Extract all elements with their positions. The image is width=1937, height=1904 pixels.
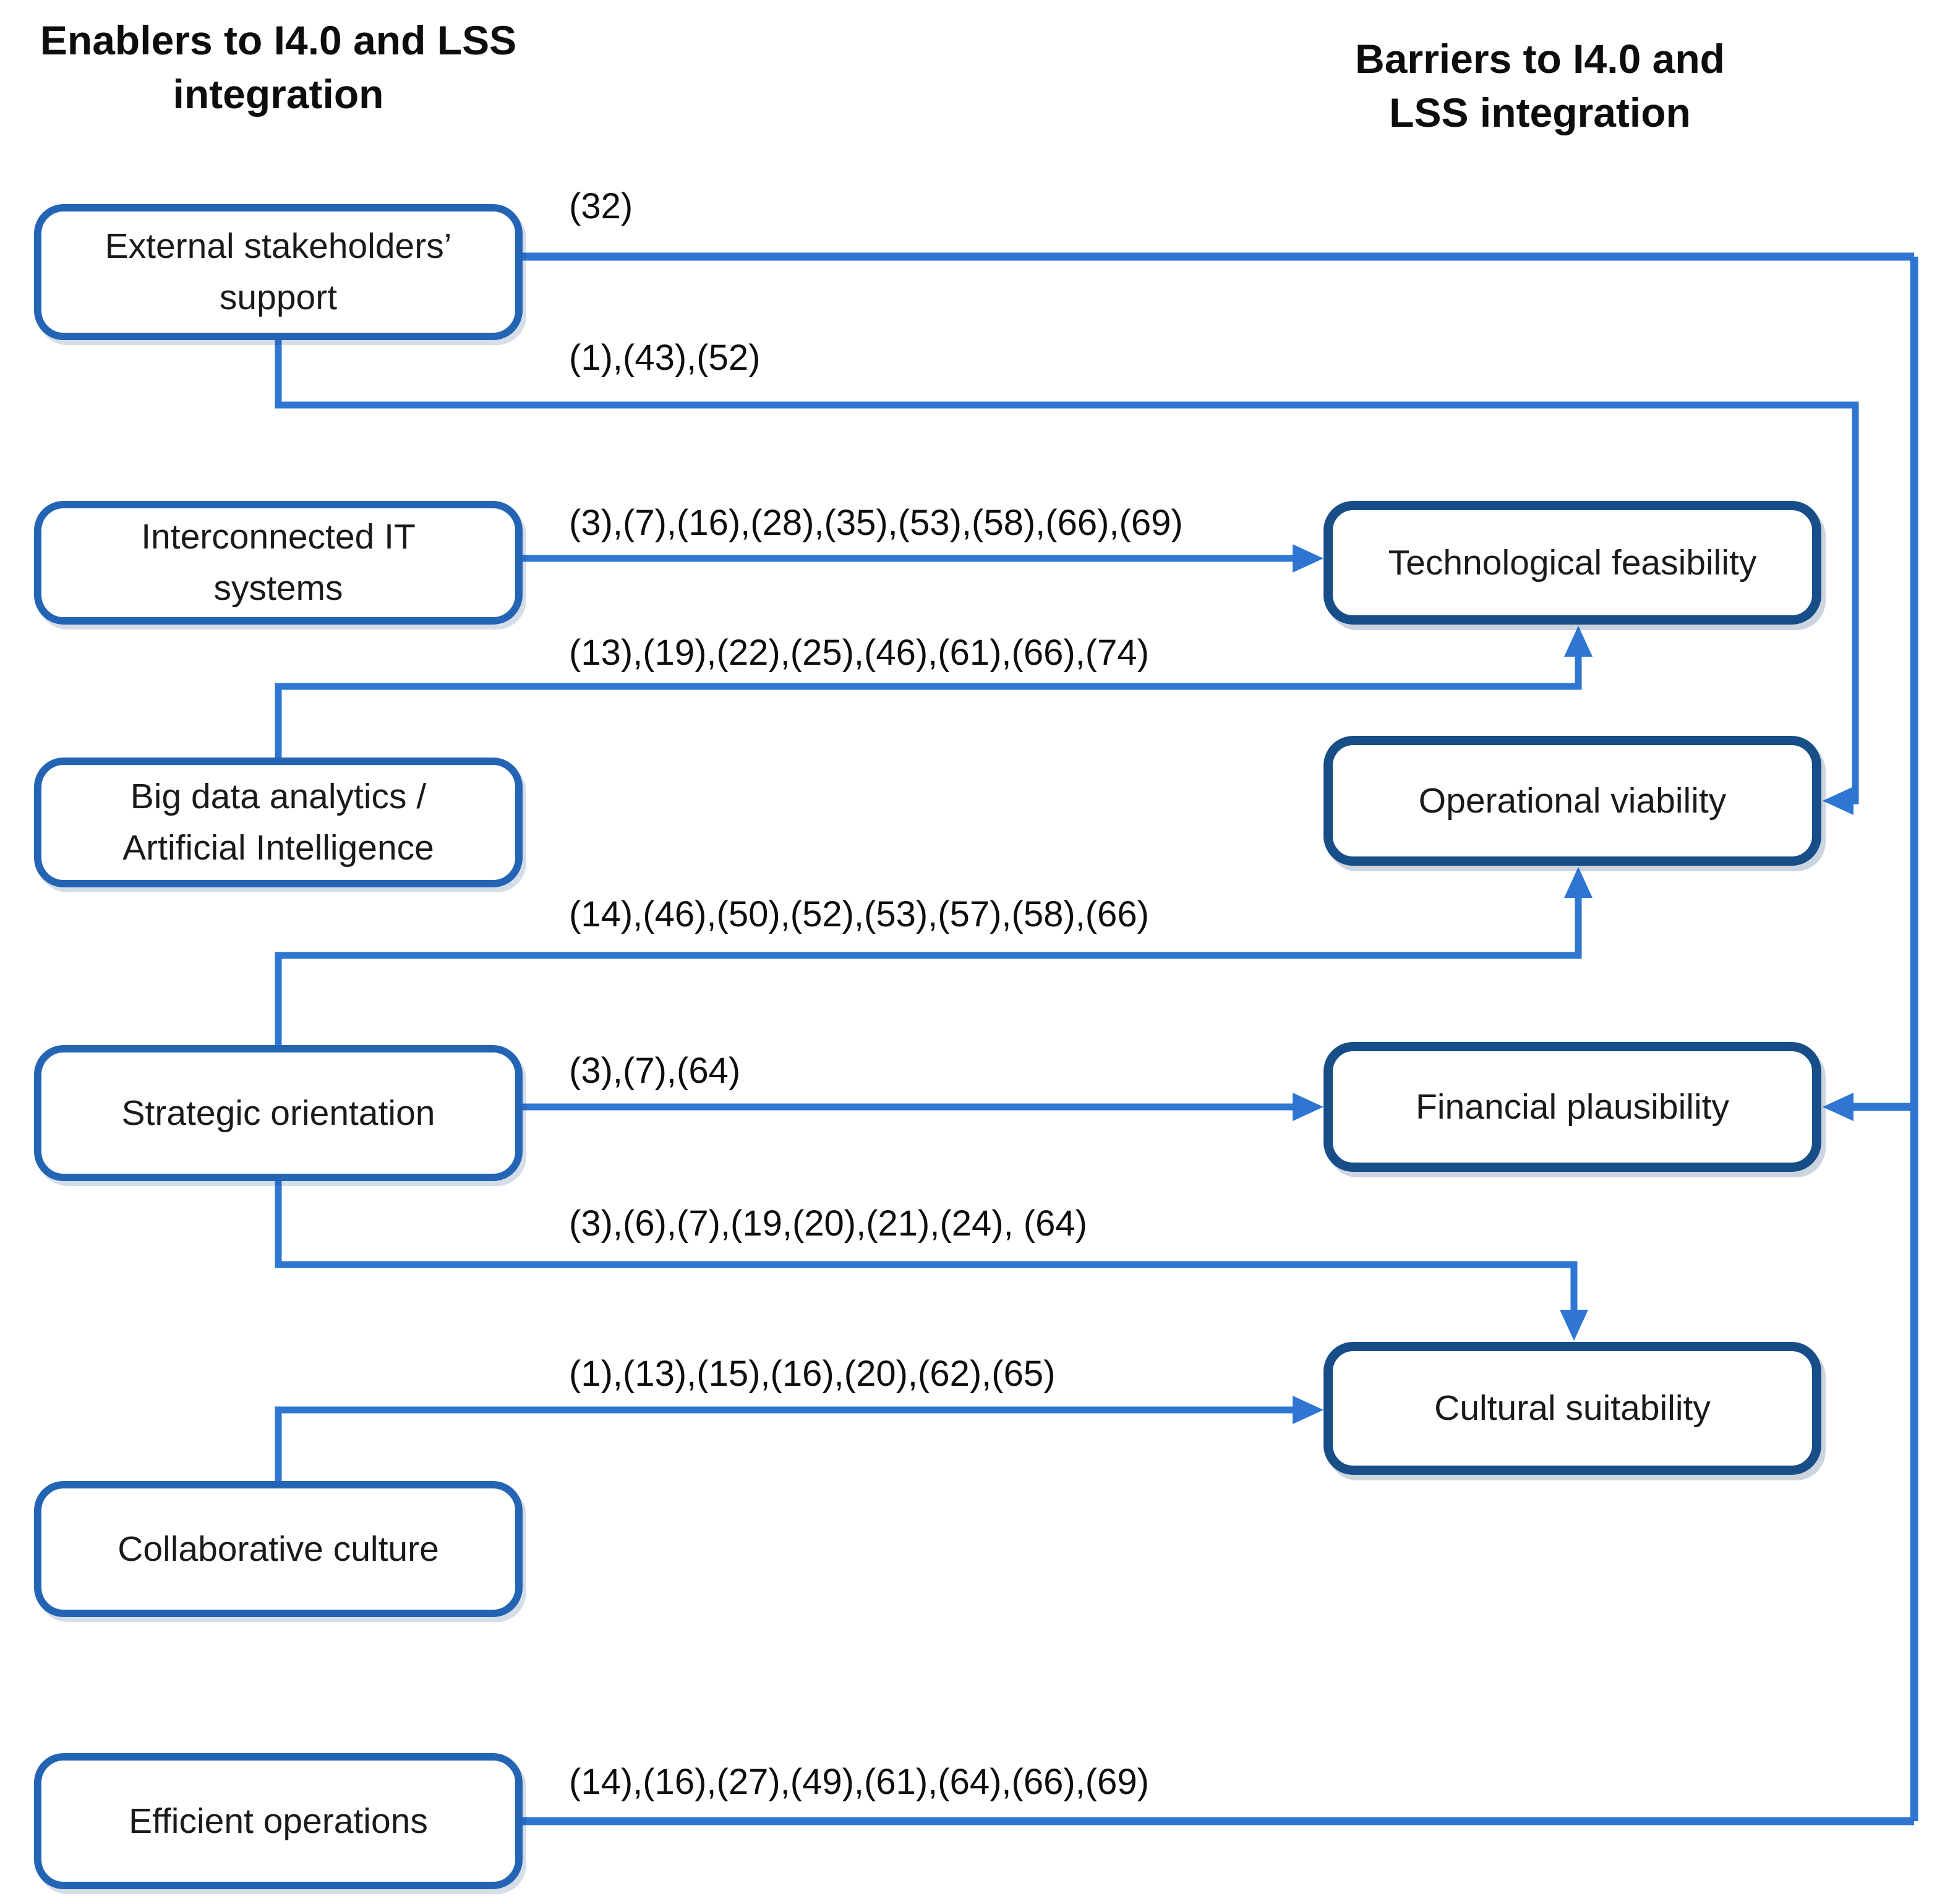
- node-interconnected-it-systems: Interconnected IT systems: [34, 501, 523, 625]
- node-financial-plausibility: Financial plausibility: [1323, 1042, 1821, 1172]
- edge-label-efficient-financial: (14),(16),(27),(49),(61),(64),(66),(69): [569, 1762, 1149, 1802]
- edge-bigdata-to-tech-arrowhead: [1564, 626, 1593, 657]
- edge-strategic-to-operational-arrowhead: [1564, 867, 1593, 898]
- node-operational-viability: Operational viability: [1323, 736, 1821, 866]
- edge-collab-to-cultural-line: [275, 1406, 1294, 1482]
- barriers-header: Barriers to I4.0 and LSS integration: [1355, 36, 1725, 136]
- edge-collab-to-cultural-arrowhead: [1293, 1396, 1323, 1424]
- edge-label-bigdata-tech: (13),(19),(22),(25),(46),(61),(66),(74): [569, 633, 1149, 673]
- node-strategic-orientation: Strategic orientation: [34, 1045, 523, 1181]
- edge-label-strategic-financial: (3),(7),(64): [569, 1051, 741, 1091]
- edge-it-to-tech-arrowhead: [1293, 544, 1323, 573]
- node-efficient-operations: Efficient operations: [34, 1753, 523, 1889]
- edge-strategic-to-financial-arrowhead: [1293, 1093, 1323, 1121]
- node-external-stakeholders-support: External stakeholders’ support: [34, 204, 523, 340]
- edge-label-ext-financial: (32): [569, 186, 633, 226]
- node-technological-feasibility: Technological feasibility: [1323, 501, 1821, 625]
- node-cultural-suitability: Cultural suitability: [1323, 1342, 1821, 1475]
- edge-label-collab-cultural: (1),(13),(15),(16),(20),(62),(65): [569, 1354, 1056, 1394]
- edge-strategic-to-cultural-arrowhead: [1560, 1310, 1588, 1341]
- edge-label-it-tech: (3),(7),(16),(28),(35),(53),(58),(66),(6…: [569, 503, 1183, 543]
- node-collaborative-culture: Collaborative culture: [34, 1481, 523, 1617]
- edge-strategic-to-cultural-line: [275, 1180, 1578, 1311]
- edge-label-strategic-cultural: (3),(6),(7),(19,(20),(21),(24), (64): [569, 1203, 1087, 1244]
- edge-bigdata-to-tech-line: [275, 655, 1582, 761]
- edge-label-ext-operational: (1),(43),(52): [569, 338, 761, 378]
- node-big-data-analytics-ai: Big data analytics / Artificial Intellig…: [34, 758, 523, 887]
- edge-strategic-to-operational-line: [275, 897, 1582, 1046]
- edge-label-strategic-operational: (14),(46),(50),(52),(53),(57),(58),(66): [569, 894, 1149, 934]
- enablers-header: Enablers to I4.0 and LSS integration: [40, 17, 517, 117]
- edge-into-financial-right-arrowhead: [1823, 1093, 1854, 1121]
- edge-ext-to-operational-arrowhead: [1823, 787, 1854, 815]
- edge-ext-to-operational-line: [275, 340, 1859, 805]
